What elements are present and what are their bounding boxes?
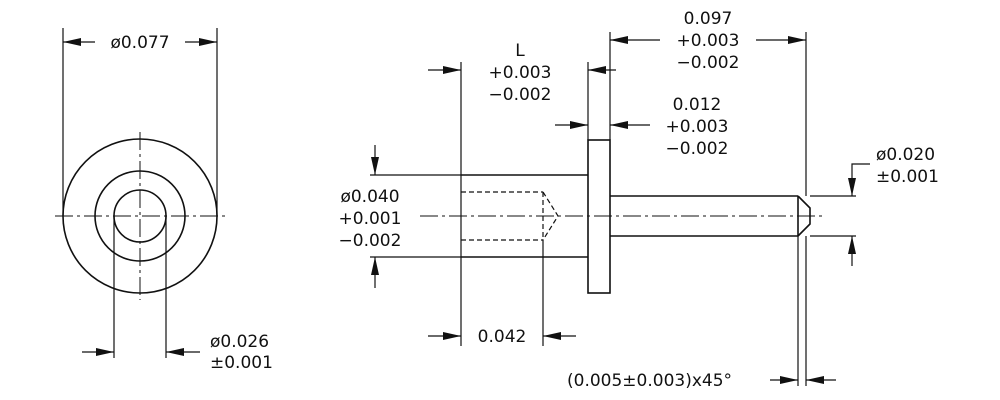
flange-thickness-value: 0.012 — [673, 95, 722, 115]
overall-length-arrow-right — [788, 36, 806, 44]
overall-length-value: 0.097 — [684, 9, 733, 29]
length-arrow-right — [588, 66, 606, 74]
pin-diameter-value: ø0.020 — [876, 145, 935, 165]
body-diameter-arrow-bottom — [371, 257, 379, 275]
chamfer-arrow-right — [806, 376, 824, 384]
length-label: L — [515, 41, 525, 61]
inner-diameter-tolerance: ±0.001 — [210, 353, 273, 373]
inner-diameter-label: ø0.026 — [210, 332, 269, 352]
body-diameter-value: ø0.040 — [340, 187, 399, 207]
body-diameter-tol-plus: +0.001 — [339, 209, 402, 229]
pin-diameter-arrow-bottom — [848, 236, 856, 254]
chamfer-arrow-left — [780, 376, 798, 384]
length-tol-plus: +0.003 — [489, 63, 552, 83]
pin-diameter-tolerance: ±0.001 — [876, 167, 939, 187]
body-diameter-tol-minus: −0.002 — [339, 231, 402, 251]
length-arrow-left — [443, 66, 461, 74]
hole-depth-arrow-left — [443, 332, 461, 340]
side-view: L +0.003 −0.002 0.097 +0.003 −0.002 0.01… — [339, 9, 939, 391]
flange-arrow-left — [570, 121, 588, 129]
flange-tol-minus: −0.002 — [666, 139, 729, 159]
outer-diameter-label: ø0.077 — [110, 33, 169, 53]
overall-length-tol-minus: −0.002 — [677, 53, 740, 73]
inner-diameter-arrow-right — [166, 348, 184, 356]
hole-depth-arrow-right — [543, 332, 561, 340]
overall-length-arrow-left — [610, 36, 628, 44]
overall-length-tol-plus: +0.003 — [677, 31, 740, 51]
chamfer-label: (0.005±0.003)x45° — [567, 371, 732, 391]
length-tol-minus: −0.002 — [489, 85, 552, 105]
pin-diameter-arrow-top — [848, 178, 856, 196]
outer-diameter-arrow-right — [199, 38, 217, 46]
body-diameter-arrow-top — [371, 157, 379, 175]
flange-arrow-right — [610, 121, 628, 129]
end-view: ø0.077 ø0.026 ±0.001 — [55, 28, 273, 373]
flange-tol-plus: +0.003 — [666, 117, 729, 137]
outer-diameter-arrow-left — [63, 38, 81, 46]
inner-diameter-arrow-left — [96, 348, 114, 356]
hole-depth-value: 0.042 — [478, 327, 527, 347]
